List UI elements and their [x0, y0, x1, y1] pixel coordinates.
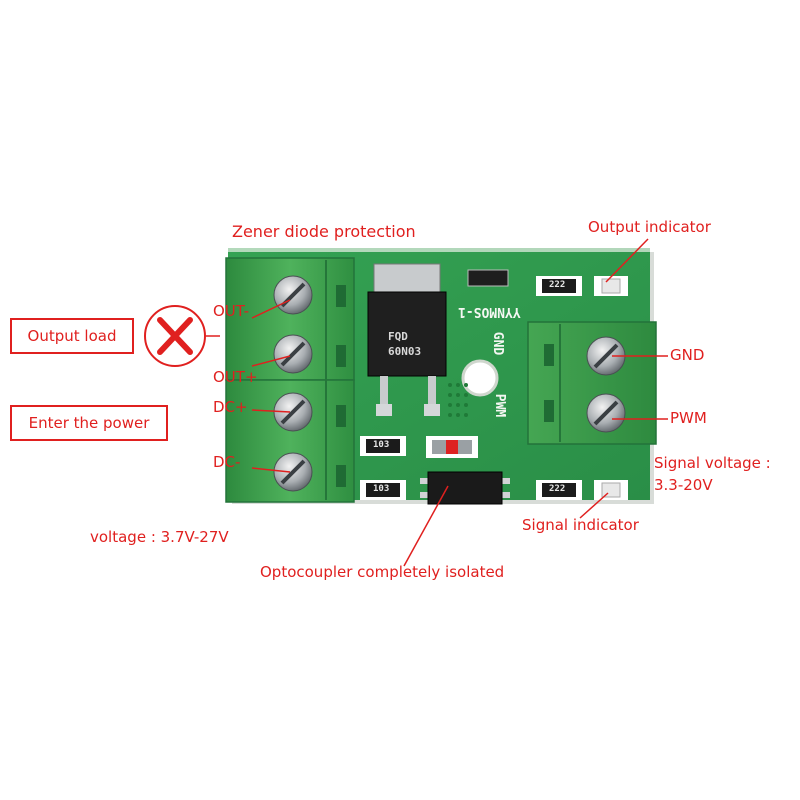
silk-board-name: YYNMOS-1 [458, 304, 521, 319]
label-signal-voltage-line1: Signal voltage : [654, 454, 771, 472]
optocoupler [420, 471, 510, 505]
leader-lines [206, 238, 668, 567]
label-optocoupler: Optocoupler completely isolated [260, 563, 505, 581]
screw-out-plus [273, 334, 313, 374]
silk-r2: 103 [373, 484, 390, 494]
silk-pwm: PWM [492, 393, 508, 418]
signal-led [594, 480, 628, 500]
silk-r3: 222 [549, 280, 566, 290]
label-out-minus: OUT- [213, 302, 249, 320]
screw-dc-plus [273, 392, 313, 432]
silk-r1: 103 [373, 440, 390, 450]
label-signal-voltage-line2: 3.3-20V [654, 476, 713, 494]
label-output-load: Output load [10, 318, 134, 354]
resistor-r4 [536, 480, 582, 500]
right-terminal-block [527, 321, 657, 445]
mounting-hole [461, 359, 499, 397]
label-signal-indicator: Signal indicator [522, 516, 639, 534]
label-voltage: voltage : 3.7V-27V [90, 528, 229, 546]
label-dc-minus: DC- [213, 453, 241, 471]
screw-pwm [586, 393, 626, 433]
label-output-load-text: Output load [27, 327, 117, 345]
label-enter-the-power-text: Enter the power [28, 414, 150, 432]
label-pwm: PWM [670, 409, 707, 427]
label-enter-the-power: Enter the power [10, 405, 168, 441]
mosfet [367, 263, 447, 416]
silk-mosfet-line2: 60N03 [388, 345, 422, 358]
left-terminal-block [225, 257, 355, 503]
label-zener-diode-protection: Zener diode protection [232, 222, 416, 241]
label-dc-plus: DC+ [213, 398, 248, 416]
label-output-indicator: Output indicator [588, 218, 711, 236]
no-symbol-icon [144, 305, 206, 367]
silk-gnd: GND [490, 331, 506, 356]
label-out-plus: OUT+ [213, 368, 258, 386]
label-gnd: GND [670, 346, 705, 364]
silk-mosfet-line1: FQD [388, 330, 408, 343]
resistor-r3 [536, 276, 582, 296]
zener-diode [426, 436, 478, 458]
screw-gnd [586, 336, 626, 376]
output-led [594, 276, 628, 296]
silk-r4: 222 [549, 484, 566, 494]
via-array [448, 383, 468, 417]
resistor-r2 [360, 480, 406, 500]
screw-out-minus [273, 275, 313, 315]
screw-dc-minus [273, 452, 313, 492]
resistor-r1 [360, 436, 406, 456]
top-diode [467, 269, 509, 287]
